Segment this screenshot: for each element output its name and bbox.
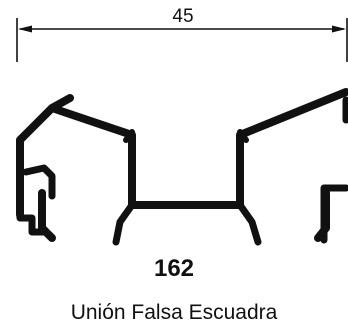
profile-hook-left	[16, 196, 48, 236]
dimension-arrow-right	[332, 25, 346, 33]
dimension-value: 45	[172, 6, 193, 27]
profile-name: Unión Falsa Escuadra	[70, 301, 278, 324]
profile-hook-right	[320, 184, 348, 244]
dimension-arrow-left	[18, 25, 32, 33]
profile-nub-left	[123, 129, 135, 143]
profile-section	[16, 88, 348, 246]
profile-nub-right	[237, 129, 249, 143]
profile-body	[16, 88, 348, 242]
profile-foot-left	[112, 201, 136, 246]
profile-inner-tab-left	[22, 164, 56, 200]
profile-code: 162	[153, 255, 195, 282]
profile-foot-right	[236, 201, 262, 246]
